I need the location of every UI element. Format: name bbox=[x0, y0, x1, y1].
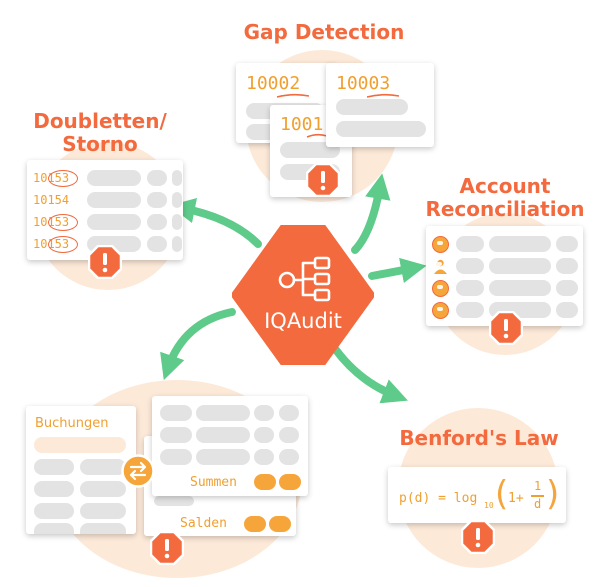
formula-numerator: 1 bbox=[534, 479, 542, 493]
account-title-line2: Reconciliation bbox=[425, 197, 585, 221]
iqaudit-label: IQAudit bbox=[264, 309, 342, 333]
benford-alert-octagon-icon bbox=[461, 520, 495, 554]
gap-alert-octagon-icon bbox=[306, 163, 340, 197]
salden-label: Salden bbox=[180, 516, 227, 531]
person-icon bbox=[432, 302, 449, 319]
gap-card-3: 10003 bbox=[326, 63, 434, 147]
doubletten-row-2: 10154 bbox=[33, 193, 70, 207]
arrow-to-buchungen bbox=[160, 308, 236, 381]
formula-paren-left: ( bbox=[495, 474, 509, 514]
gap-title: Gap Detection bbox=[243, 20, 405, 44]
gap-number-3: 1001 bbox=[280, 114, 324, 135]
arrow-to-account bbox=[368, 257, 427, 283]
formula-left: p(d) = log bbox=[399, 491, 478, 506]
gap-number-1: 10002 bbox=[246, 73, 301, 94]
gap-number-2: 10003 bbox=[336, 73, 391, 94]
arrow-to-gap bbox=[351, 173, 391, 254]
person-icon bbox=[432, 236, 449, 253]
doubletten-alert-octagon-icon bbox=[88, 245, 122, 279]
buchungen-title: Buchungen bbox=[35, 416, 109, 431]
formula-subscript: 10 bbox=[484, 501, 494, 510]
tree-diagram-icon bbox=[278, 256, 331, 302]
arrow-to-doubletten bbox=[169, 197, 262, 248]
buchungen-card: Buchungen bbox=[26, 406, 136, 534]
account-title-line1: Account bbox=[459, 174, 551, 198]
summen-label: Summen bbox=[190, 475, 237, 490]
gap-underline-2 bbox=[366, 93, 400, 98]
summen-card: Summen bbox=[152, 396, 308, 496]
gap-underline-3 bbox=[306, 133, 328, 138]
formula-denominator: d bbox=[534, 497, 542, 511]
gap-underline-1 bbox=[276, 93, 310, 98]
formula-paren-right: ) bbox=[546, 474, 560, 514]
account-alert-octagon-icon bbox=[489, 311, 523, 345]
account-card bbox=[426, 226, 583, 326]
person-icon bbox=[432, 258, 449, 275]
doubletten-title-line2: Storno bbox=[62, 132, 138, 156]
swap-arrows-icon bbox=[121, 454, 155, 488]
formula-fraction-bar bbox=[531, 495, 544, 497]
arrow-to-benford bbox=[332, 346, 408, 404]
benford-title: Benford's Law bbox=[399, 426, 559, 450]
benford-formula-card: p(d) = log 10 ( 1+ 1 d ) bbox=[388, 467, 566, 523]
buchungen-alert-octagon-icon bbox=[150, 531, 184, 565]
formula-one-plus: 1+ bbox=[508, 491, 524, 506]
doubletten-title-line1: Doubletten/ bbox=[33, 109, 167, 133]
person-icon bbox=[432, 280, 449, 297]
